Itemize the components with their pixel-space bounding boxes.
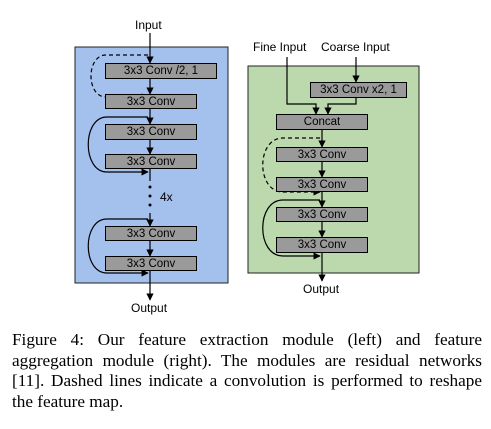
figure-caption: Figure 4: Our feature extraction module … xyxy=(12,330,482,411)
figure-diagram: Input 4x Output 3x3 Conv /2, 1 3x3 Conv … xyxy=(74,18,420,315)
fine-input-label: Fine Input xyxy=(253,40,307,54)
coarse-input-label: Coarse Input xyxy=(321,40,390,54)
left-output-label: Output xyxy=(131,301,168,315)
left-input-label: Input xyxy=(135,18,162,32)
diagram-connectors xyxy=(74,33,420,301)
left-conv-block: 3x3 Conv /2, 1 xyxy=(105,63,217,79)
left-conv-block: 3x3 Conv xyxy=(105,154,197,169)
left-conv-block: 3x3 Conv xyxy=(105,226,197,241)
right-conv-block: 3x3 Conv x2, 1 xyxy=(310,82,407,98)
right-output-label: Output xyxy=(303,282,340,296)
right-conv-block: 3x3 Conv xyxy=(276,237,368,253)
right-conv-block: 3x3 Conv xyxy=(276,207,368,222)
right-conv-block: 3x3 Conv xyxy=(276,147,368,162)
right-conv-block: 3x3 Conv xyxy=(276,177,368,192)
left-conv-block: 3x3 Conv xyxy=(105,256,197,271)
left-repeat-label: 4x xyxy=(160,190,173,204)
left-conv-block: 3x3 Conv xyxy=(105,124,197,140)
concat-block: Concat xyxy=(276,114,368,130)
left-conv-block: 3x3 Conv xyxy=(105,94,197,109)
